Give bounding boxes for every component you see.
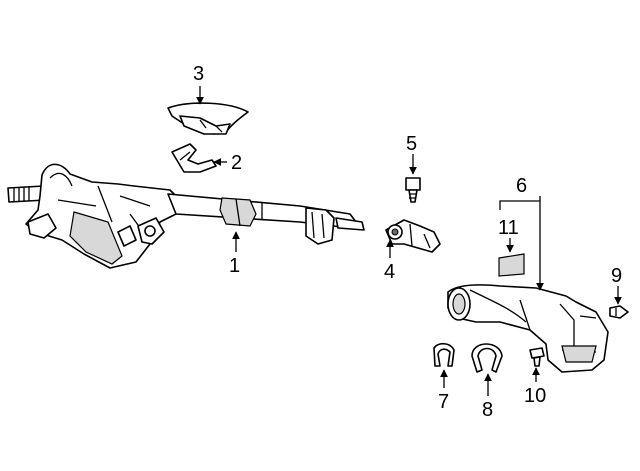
bracket-clip-part (171, 143, 217, 173)
callout-11: 11 (498, 217, 519, 239)
callout-8: 8 (482, 399, 493, 421)
callout-7: 7 (438, 391, 449, 413)
callout-4: 4 (384, 261, 395, 283)
callout-2: 2 (231, 152, 242, 174)
callout-10: 10 (524, 385, 546, 407)
bolt-part (405, 177, 421, 203)
callout-5: 5 (406, 133, 417, 155)
callout-9: 9 (611, 265, 622, 287)
push-clip-part (609, 305, 629, 319)
clamp-part-7 (433, 342, 455, 367)
u-joint-part (385, 219, 441, 253)
label-part (498, 253, 525, 277)
leader-lines (196, 86, 622, 396)
steering-column-part (7, 163, 365, 269)
screw-part (529, 347, 545, 367)
boot-cover-part (447, 284, 609, 373)
shroud-cover-part (167, 102, 249, 135)
callout-3: 3 (193, 63, 204, 85)
callout-6: 6 (516, 175, 527, 197)
callout-1: 1 (229, 255, 240, 277)
clamp-part-8 (471, 343, 503, 373)
